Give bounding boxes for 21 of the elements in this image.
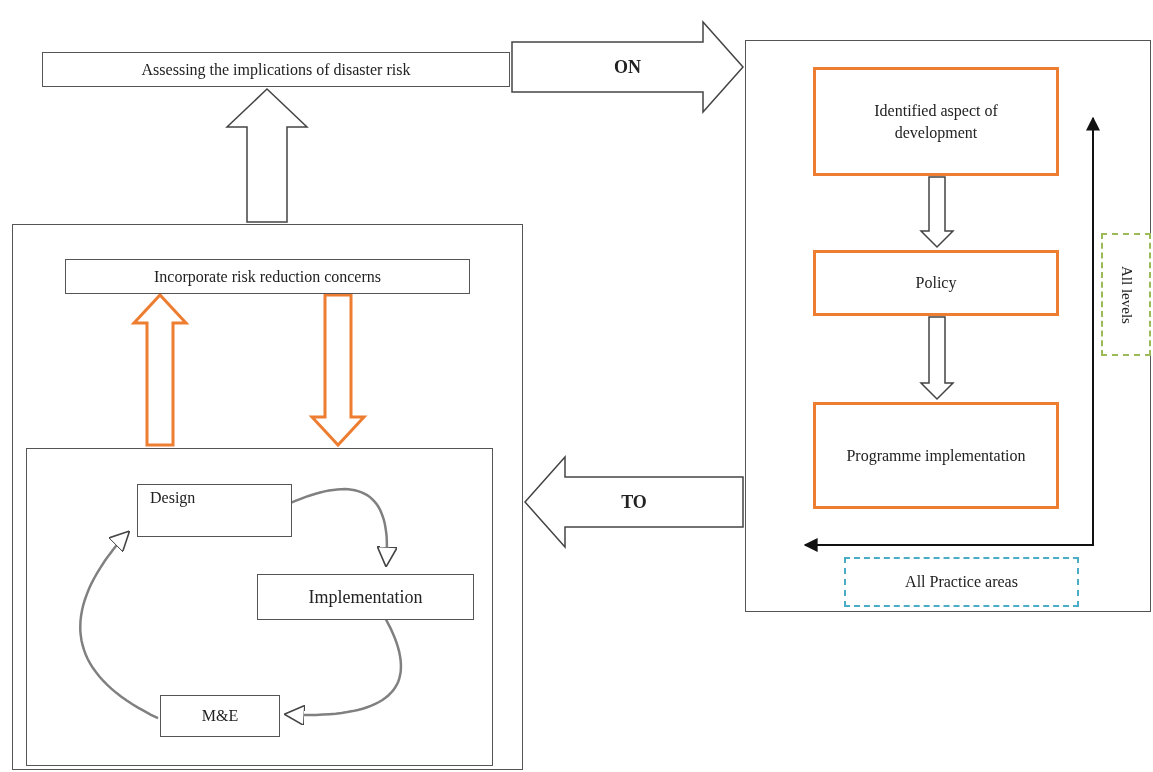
process-box: M&E [160, 695, 280, 737]
block-arrow [225, 87, 309, 223]
block-arrow [308, 293, 368, 448]
dashed-label-box: All Practice areas [844, 557, 1079, 607]
panel [26, 448, 493, 766]
process-box: Design [137, 484, 292, 537]
panel [745, 40, 1151, 612]
block-arrow [919, 176, 955, 249]
process-box: Assessing the implications of disaster risk [42, 52, 510, 87]
process-box: Policy [813, 250, 1059, 316]
process-box: Implementation [257, 574, 474, 620]
block-arrow [919, 316, 955, 401]
dashed-label-box: All levels [1101, 233, 1151, 356]
block-arrow [524, 455, 744, 549]
process-box: Programme implementation [813, 402, 1059, 509]
block-arrow [511, 20, 744, 114]
curved-arrow [79, 530, 159, 720]
process-box: Incorporate risk reduction concerns [65, 259, 470, 294]
panel [12, 224, 523, 770]
block-arrow [130, 292, 190, 447]
process-box: Identified aspect of development [813, 67, 1059, 176]
